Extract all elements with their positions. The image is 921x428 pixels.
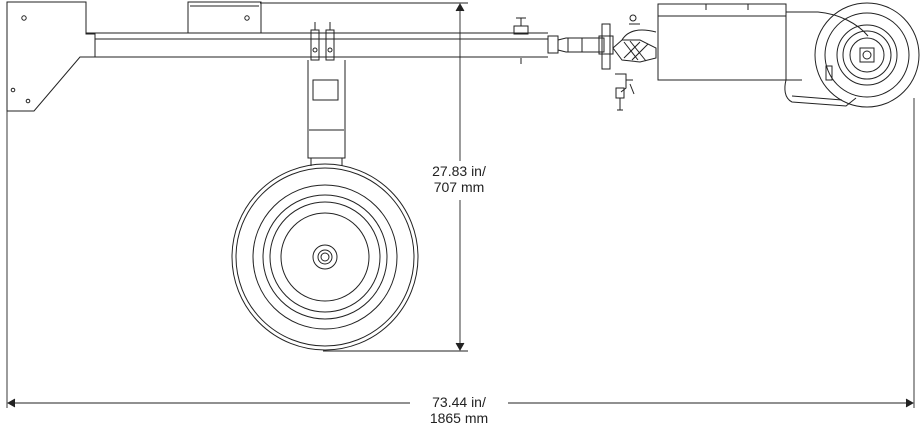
vehicle-wheel bbox=[814, 2, 920, 108]
hitch-assembly bbox=[598, 14, 657, 70]
height-imperial: 27.83 in/ bbox=[432, 163, 486, 179]
height-metric: 707 mm bbox=[433, 179, 485, 195]
arm-clamp-left bbox=[310, 22, 335, 61]
length-metric: 1865 mm bbox=[429, 410, 489, 426]
arm-clamp-right bbox=[513, 17, 529, 64]
length-imperial: 73.44 in/ bbox=[432, 394, 486, 410]
wheel bbox=[231, 163, 419, 351]
vehicle-body bbox=[657, 3, 869, 107]
height-dimension-line bbox=[260, 2, 468, 352]
length-dimension-line bbox=[6, 98, 915, 408]
height-dimension-label: 27.83 in/ 707 mm bbox=[426, 163, 492, 195]
main-arm bbox=[86, 32, 605, 58]
top-plate bbox=[187, 1, 262, 34]
wheel-strut bbox=[307, 60, 346, 166]
length-dimension-label: 73.44 in/ 1865 mm bbox=[412, 394, 506, 426]
hanging-valve bbox=[615, 73, 635, 111]
mounting-bracket bbox=[6, 1, 96, 112]
